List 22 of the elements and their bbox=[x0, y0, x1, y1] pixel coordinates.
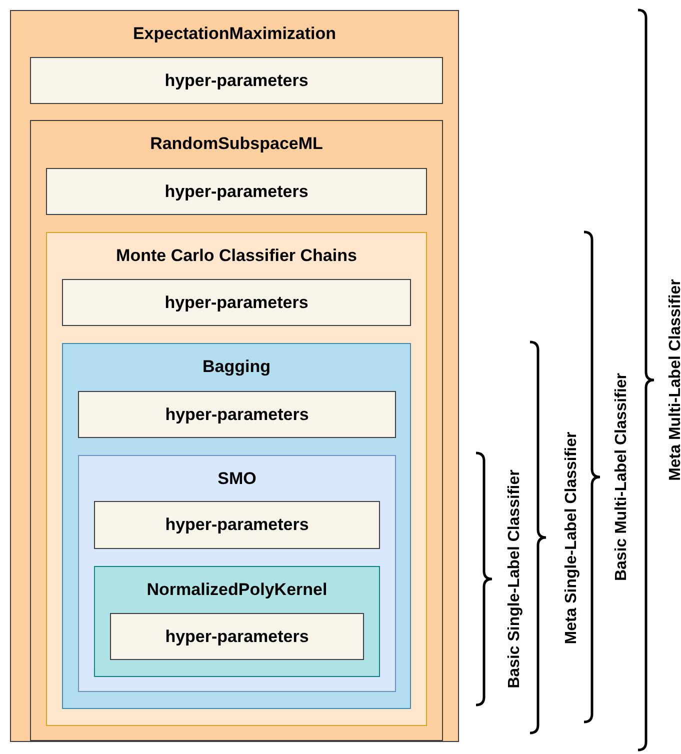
classifier-box bbox=[62, 343, 411, 709]
classifier-box bbox=[30, 120, 443, 741]
bracket-label: Basic Single-Label Classifier bbox=[505, 470, 524, 688]
classifier-box bbox=[94, 566, 380, 677]
parameter-box: hyper-parameters bbox=[30, 57, 443, 104]
box-title: Bagging bbox=[202, 356, 272, 378]
classifier-box bbox=[10, 10, 459, 742]
bracket-label: Meta Multi-Label Classifier bbox=[666, 279, 681, 481]
parameter-box: hyper-parameters bbox=[94, 501, 380, 549]
bracket-label: Basic Multi-Label Classifier bbox=[612, 372, 631, 582]
parameter-box: hyper-parameters bbox=[78, 391, 396, 438]
box-title: ExpectationMaximization bbox=[132, 23, 338, 45]
parameter-box: hyper-parameters bbox=[110, 613, 364, 660]
box-title: NormalizedPolyKernel bbox=[146, 579, 328, 601]
box-title: SMO bbox=[216, 468, 258, 490]
classifier-box bbox=[46, 232, 427, 726]
box-title: Monte Carlo Classifier Chains bbox=[115, 245, 358, 267]
classifier-box bbox=[78, 455, 396, 692]
bracket-label: Meta Single-Label Classifier bbox=[562, 431, 581, 644]
parameter-box: hyper-parameters bbox=[62, 279, 411, 326]
box-title: RandomSubspaceML bbox=[149, 133, 324, 155]
parameter-box: hyper-parameters bbox=[46, 168, 427, 215]
